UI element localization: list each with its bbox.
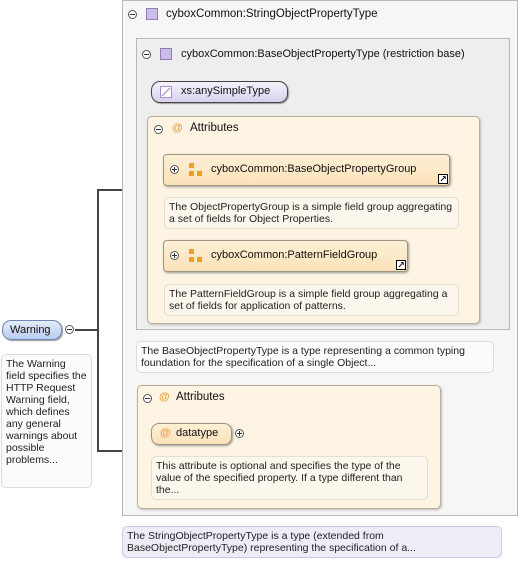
attributes-label: Attributes (176, 391, 225, 403)
group-documentation: The ObjectPropertyGroup is a simple fiel… (164, 197, 459, 229)
group-name: cyboxCommon:BaseObjectPropertyGroup (211, 163, 417, 175)
collapse-toggle-attributes-extension[interactable] (143, 394, 152, 403)
collapse-toggle-element[interactable] (65, 325, 74, 334)
collapse-toggle-base-type[interactable] (142, 50, 151, 59)
expand-toggle-attribute[interactable] (235, 429, 244, 438)
base-type-documentation: The BaseObjectPropertyType is a type rep… (136, 341, 494, 373)
complex-type-icon (160, 48, 172, 60)
attribute-datatype[interactable]: @ datatype (151, 423, 232, 445)
attribute-group-pattern-field[interactable]: cyboxCommon:PatternFieldGroup ↗ (163, 240, 408, 272)
outer-type-documentation: The StringObjectPropertyType is a type (… (122, 526, 502, 558)
outer-type-name: cyboxCommon:StringObjectPropertyType (166, 8, 378, 20)
group-documentation: The PatternFieldGroup is a simple field … (164, 284, 459, 316)
link-arrow-icon[interactable]: ↗ (396, 260, 406, 270)
link-arrow-icon[interactable]: ↗ (438, 174, 448, 184)
element-warning[interactable]: Warning (2, 320, 62, 340)
attribute-documentation: This attribute is optional and specifies… (151, 456, 428, 500)
simple-type-icon (160, 86, 172, 98)
expand-toggle-group[interactable] (170, 165, 179, 174)
attribute-at-icon: @ (159, 391, 170, 403)
collapse-toggle-attributes-base[interactable] (154, 125, 163, 134)
attributes-label: Attributes (190, 122, 239, 134)
attribute-at-icon: @ (172, 122, 183, 134)
complex-type-icon (146, 8, 158, 20)
base-type-name: cyboxCommon:BaseObjectPropertyType (rest… (181, 48, 465, 60)
attribute-name: datatype (176, 427, 219, 439)
attribute-group-base-object-property[interactable]: cyboxCommon:BaseObjectPropertyGroup ↗ (163, 154, 450, 186)
element-documentation: The Warning field specifies the HTTP Req… (1, 354, 92, 488)
attribute-at-icon: @ (160, 427, 171, 439)
attribute-group-icon (189, 163, 203, 177)
group-name: cyboxCommon:PatternFieldGroup (211, 249, 378, 261)
expand-toggle-group[interactable] (170, 251, 179, 260)
simple-type-name: xs:anySimpleType (181, 85, 271, 97)
collapse-toggle-outer-type[interactable] (128, 10, 137, 19)
element-name: Warning (10, 324, 51, 336)
attribute-group-icon (189, 249, 203, 263)
simple-type-badge[interactable]: xs:anySimpleType (151, 81, 288, 103)
